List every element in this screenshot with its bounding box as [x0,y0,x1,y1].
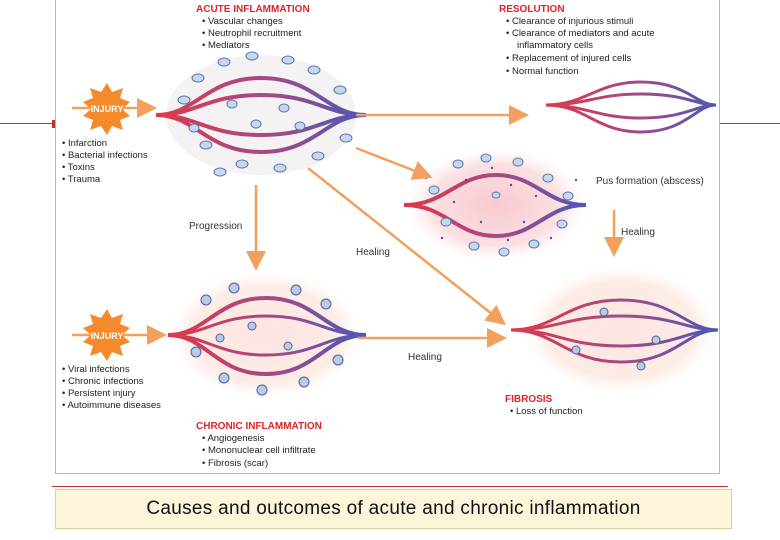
injury-top-cause-2: • Bacterial infections [62,150,148,161]
acute-item-3: • Mediators [202,40,250,51]
injury-burst-top [83,83,130,135]
injury-top-cause-4: • Trauma [62,174,101,185]
acute-item-2: • Neutrophil recruitment [202,28,302,39]
fibrosis-title: FIBROSIS [505,394,553,405]
injury-top-label: INJURY [91,104,124,114]
chronic-title: CHRONIC INFLAMMATION [196,421,322,432]
healing-center-label: Healing [356,247,390,258]
acute-neutrophils [177,51,353,177]
fibrosis-vessel-illustration [510,265,719,395]
progression-label: Progression [189,221,242,232]
arrow-acute-to-fibrosis [307,167,506,326]
injury-bottom-cause-1: • Viral infections [62,364,130,375]
chronic-item-1: • Angiogenesis [202,433,265,444]
injury-bottom-label: INJURY [91,331,124,341]
injury-bottom-cause-4: • Autoimmune diseases [62,400,161,411]
caption-divider [52,486,728,487]
abscess-cells [428,153,574,257]
healing-right-label: Healing [621,227,655,238]
resolution-vessel-illustration [545,80,717,134]
acute-item-1: • Vascular changes [202,16,283,27]
arrow-acute-to-abscess [355,146,433,180]
figure-canvas: INJURY INJURY ACUTE INFLAMMATION • Vascu… [62,4,719,469]
chronic-item-3: • Fibrosis (scar) [202,458,268,469]
chronic-vessel-illustration [167,270,367,400]
injury-bottom-cause-3: • Persistent injury [62,388,136,399]
pus-formation-label: Pus formation (abscess) [596,176,704,187]
inflammation-figure: INJURY INJURY ACUTE INFLAMMATION • Vascu… [55,0,720,474]
resolution-item-3: inflammatory cells [517,40,593,51]
chronic-mononuclear-cells [190,282,344,396]
injury-top-cause-3: • Toxins [62,162,95,173]
fibrosis-item-1: • Loss of function [510,406,583,417]
resolution-item-1: • Clearance of injurious stimuli [506,16,633,27]
chronic-item-2: • Mononuclear cell infiltrate [202,445,316,456]
injury-bottom-cause-2: • Chronic infections [62,376,144,387]
abscess-illustration [403,147,588,263]
injury-burst-bottom [83,309,130,361]
resolution-title: RESOLUTION [499,4,565,15]
acute-vessel-illustration [155,51,367,177]
flow-arrows [72,98,624,348]
fibrosis-cells [571,307,661,371]
healing-bottom-label: Healing [408,352,442,363]
injury-top-cause-1: • Infarction [62,138,107,149]
resolution-item-2: • Clearance of mediators and acute [506,28,655,39]
figure-caption: Causes and outcomes of acute and chronic… [55,489,732,529]
resolution-item-5: • Normal function [506,66,579,77]
acute-title: ACUTE INFLAMMATION [196,4,310,15]
resolution-item-4: • Replacement of injured cells [506,53,632,64]
